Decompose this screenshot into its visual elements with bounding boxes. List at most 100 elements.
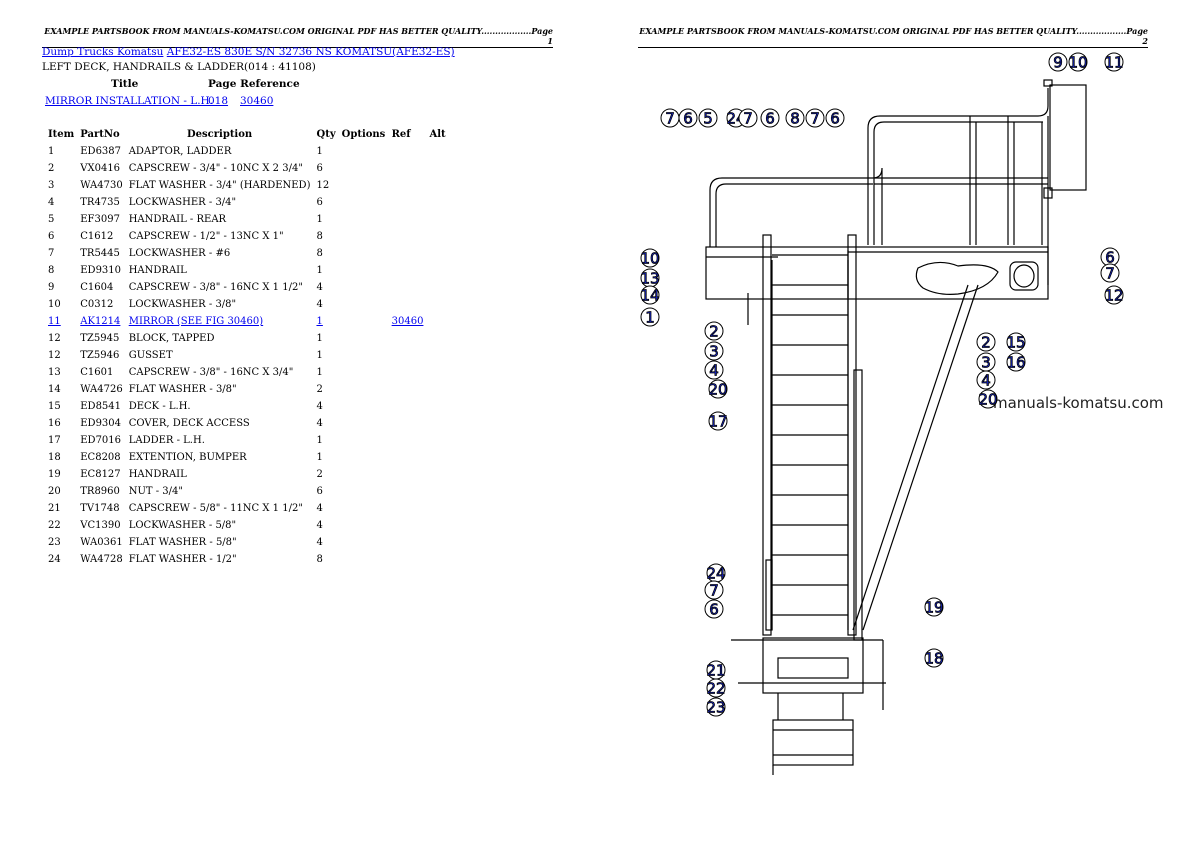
ref-page-link[interactable]: 018 bbox=[208, 95, 229, 107]
callout-number: 18 bbox=[924, 650, 943, 668]
qty-cell: 4 bbox=[316, 418, 323, 429]
alt-cell bbox=[426, 534, 448, 551]
col-partno: PartNo bbox=[80, 129, 120, 140]
qty-cell: 8 bbox=[316, 231, 323, 242]
callout-7: 7 bbox=[660, 108, 680, 128]
options-cell bbox=[339, 347, 389, 364]
description-cell: FLAT WASHER - 5/8" bbox=[128, 537, 237, 548]
options-cell bbox=[339, 296, 389, 313]
callout-9: 9 bbox=[1048, 52, 1068, 72]
alt-cell bbox=[426, 330, 448, 347]
partno-cell: WA4728 bbox=[80, 554, 123, 565]
item-cell[interactable]: 11 bbox=[48, 316, 61, 327]
partno-cell: C1601 bbox=[80, 367, 114, 378]
description-cell: GUSSET bbox=[128, 350, 173, 361]
options-cell bbox=[339, 449, 389, 466]
partno-cell: TZ5945 bbox=[80, 333, 120, 344]
table-row[interactable]: 11 AK1214 MIRROR (SEE FIG 30460) 1 30460 bbox=[45, 313, 449, 330]
callout-number: 2 bbox=[981, 334, 991, 352]
ref-cell bbox=[389, 534, 427, 551]
callout-6: 6 bbox=[704, 599, 724, 619]
ref-title-link[interactable]: MIRROR INSTALLATION - L.H. bbox=[45, 95, 214, 107]
options-cell bbox=[339, 160, 389, 177]
partno-cell: ED9304 bbox=[80, 418, 122, 429]
ref-cell bbox=[389, 245, 427, 262]
description-cell: LADDER - L.H. bbox=[128, 435, 205, 446]
ref-cell bbox=[389, 551, 427, 568]
callout-number: 7 bbox=[665, 110, 675, 128]
ref-cell bbox=[389, 381, 427, 398]
qty-cell: 4 bbox=[316, 520, 323, 531]
partno-cell[interactable]: AK1214 bbox=[80, 316, 121, 327]
description-cell: LOCKWASHER - 3/4" bbox=[128, 197, 237, 208]
item-cell: 9 bbox=[48, 282, 55, 293]
callout-2: 2 bbox=[976, 332, 996, 352]
callout-number: 15 bbox=[1006, 334, 1025, 352]
item-cell: 15 bbox=[48, 401, 61, 412]
description-cell: LOCKWASHER - 5/8" bbox=[128, 520, 237, 531]
callout-3: 3 bbox=[976, 352, 996, 372]
page2-header: EXAMPLE PARTSBOOK FROM MANUALS-KOMATSU.C… bbox=[638, 26, 1148, 48]
alt-cell bbox=[426, 228, 448, 245]
partno-cell: TR8960 bbox=[80, 486, 120, 497]
callout-number: 22 bbox=[706, 680, 725, 698]
options-cell bbox=[339, 466, 389, 483]
callout-number: 10 bbox=[640, 250, 659, 268]
item-cell: 6 bbox=[48, 231, 55, 242]
description-cell: NUT - 3/4" bbox=[128, 486, 183, 497]
callout-8: 8 bbox=[785, 108, 805, 128]
ref-cell bbox=[389, 228, 427, 245]
page1-header: EXAMPLE PARTSBOOK FROM MANUALS-KOMATSU.C… bbox=[42, 26, 553, 48]
callout-number: 6 bbox=[765, 110, 775, 128]
partno-cell: TR5445 bbox=[80, 248, 120, 259]
qty-cell[interactable]: 1 bbox=[316, 316, 323, 327]
qty-cell: 6 bbox=[316, 163, 323, 174]
ref-cell[interactable]: 30460 bbox=[391, 316, 424, 327]
description-cell[interactable]: MIRROR (SEE FIG 30460) bbox=[128, 316, 264, 327]
alt-cell bbox=[426, 279, 448, 296]
qty-cell: 2 bbox=[316, 384, 323, 395]
breadcrumb-link-dump-trucks[interactable]: Dump Trucks Komatsu bbox=[42, 46, 164, 58]
options-cell bbox=[339, 330, 389, 347]
callout-number: 7 bbox=[709, 582, 719, 600]
ref-cell bbox=[389, 466, 427, 483]
item-cell: 12 bbox=[48, 350, 61, 361]
callout-number: 23 bbox=[706, 699, 725, 717]
breadcrumb-link-model[interactable]: AFE32-ES 830E S/N 32736 NS KOMATSU(AFE32… bbox=[166, 46, 455, 58]
description-cell: COVER, DECK ACCESS bbox=[128, 418, 250, 429]
ref-cell bbox=[389, 143, 427, 160]
alt-cell bbox=[426, 483, 448, 500]
qty-cell: 1 bbox=[316, 452, 323, 463]
partno-cell: VC1390 bbox=[80, 520, 121, 531]
qty-cell: 1 bbox=[316, 146, 323, 157]
callout-number: 3 bbox=[981, 354, 991, 372]
ref-number-link[interactable]: 30460 bbox=[240, 95, 274, 107]
partno-cell: ED8541 bbox=[80, 401, 122, 412]
alt-cell bbox=[426, 466, 448, 483]
callout-number: 8 bbox=[790, 110, 800, 128]
callout-23: 23 bbox=[706, 697, 726, 717]
parts-table: Item PartNo Description Qty Options Ref … bbox=[45, 126, 449, 568]
description-cell: HANDRAIL bbox=[128, 469, 187, 480]
item-cell: 19 bbox=[48, 469, 61, 480]
callout-7: 7 bbox=[1100, 263, 1120, 283]
description-cell: EXTENTION, BUMPER bbox=[128, 452, 247, 463]
item-cell: 10 bbox=[48, 299, 61, 310]
alt-cell bbox=[426, 551, 448, 568]
qty-cell: 2 bbox=[316, 469, 323, 480]
description-cell: FLAT WASHER - 3/4" (HARDENED) bbox=[128, 180, 311, 191]
options-cell bbox=[339, 432, 389, 449]
qty-cell: 1 bbox=[316, 350, 323, 361]
options-cell bbox=[339, 381, 389, 398]
qty-cell: 1 bbox=[316, 333, 323, 344]
description-cell: BLOCK, TAPPED bbox=[128, 333, 215, 344]
callout-number: 7 bbox=[743, 110, 753, 128]
